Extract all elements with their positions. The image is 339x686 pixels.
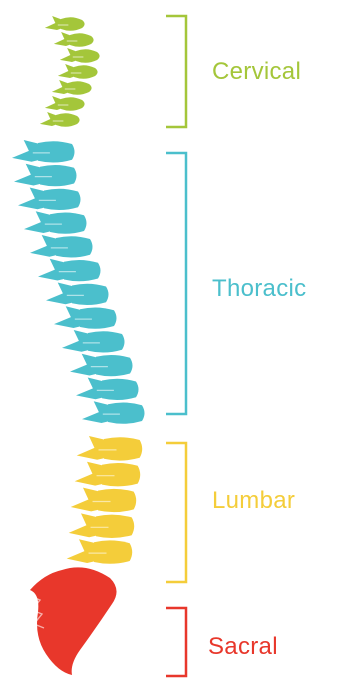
lumbar-vertebra — [75, 462, 141, 487]
thoracic-vertebra — [14, 164, 77, 187]
lumbar-bracket — [166, 443, 186, 582]
sacral-label: Sacral — [208, 633, 278, 661]
cervical-bracket — [166, 16, 186, 127]
lumbar-vertebra — [69, 513, 135, 538]
cervical-vertebra — [45, 96, 85, 111]
cervical-vertebra — [40, 112, 80, 127]
sacrum — [30, 567, 117, 675]
cervical-vertebra — [52, 80, 92, 95]
thoracic-vertebra — [82, 401, 145, 424]
cervical-vertebra — [54, 32, 94, 47]
thoracic-vertebra — [38, 259, 101, 282]
thoracic-vertebra — [24, 211, 87, 234]
vertebrae-layer — [12, 16, 145, 564]
lumbar-vertebra — [67, 539, 133, 564]
brackets-layer — [166, 16, 186, 676]
thoracic-vertebra — [12, 140, 75, 163]
lumbar-vertebra — [77, 436, 143, 461]
sacral-bracket — [166, 608, 186, 676]
thoracic-vertebra — [46, 283, 109, 306]
cervical-label: Cervical — [212, 58, 301, 86]
thoracic-vertebra — [70, 354, 133, 377]
thoracic-vertebra — [30, 235, 93, 258]
thoracic-vertebra — [76, 378, 139, 401]
thoracic-label: Thoracic — [212, 275, 306, 303]
cervical-vertebra — [60, 48, 100, 63]
cervical-vertebra — [58, 64, 98, 79]
thoracic-vertebra — [62, 330, 125, 353]
sacrum-shape — [30, 567, 117, 675]
lumbar-vertebra — [71, 488, 137, 513]
thoracic-vertebra — [18, 188, 81, 211]
lumbar-label: Lumbar — [212, 487, 295, 515]
cervical-vertebra — [45, 16, 85, 31]
thoracic-vertebra — [54, 306, 117, 329]
thoracic-bracket — [166, 153, 186, 414]
